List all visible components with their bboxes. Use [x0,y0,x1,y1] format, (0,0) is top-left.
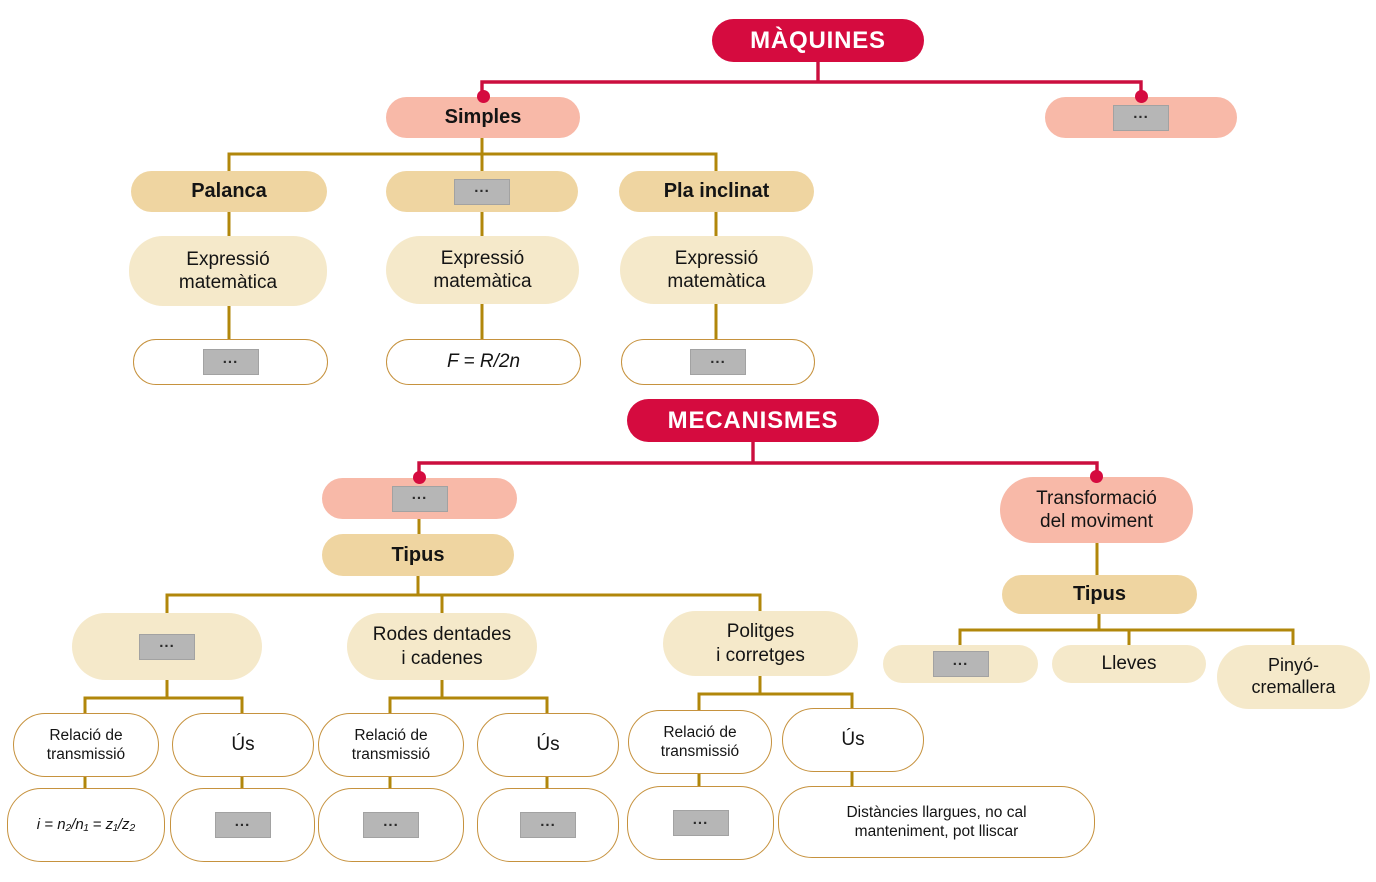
node-label: F = R/2n [446,351,521,373]
node-maquines-blank: ... [1045,90,1237,138]
connector-dot [1090,470,1103,483]
node-relacio-transmissio-3: Relació de transmissió [628,710,772,774]
node-us-2: Ús [477,713,619,777]
connector-dot [476,90,490,103]
node-label: Politges i corretges [716,621,805,666]
node-relacio-transmissio-2: Relació de transmissió [318,713,464,777]
node-label: Relació de transmissió [660,723,740,760]
node-simples-blank: ... [386,171,578,212]
node-label: Ús [536,734,560,756]
gold-connectors [83,138,1295,788]
connector-dot [1134,90,1148,103]
red-tree-maquines [480,61,1143,99]
node-us-1: Ús [172,713,314,777]
node-tipus-right-blank: ... [883,645,1038,683]
answer-blank[interactable]: ... [139,633,195,660]
node-label: Expressió matemàtica [667,247,766,292]
node-label: Expressió matemàtica [433,247,532,292]
node-label: Simples [444,106,522,129]
node-label: Ús [231,734,255,756]
node-us-3: Ús [782,708,924,772]
answer-blank[interactable]: ... [1113,104,1169,131]
ellipsis: ... [710,349,726,367]
node-palanca: Palanca [131,171,327,212]
node-rodes-dentades: Rodes dentades i cadenes [347,613,537,680]
node-lleves: Lleves [1052,645,1206,683]
connector-dot [413,471,426,484]
node-formula-torn: F = R/2n [386,339,581,385]
node-relacio-2-blank: ... [318,788,464,862]
answer-blank[interactable]: ... [672,810,729,836]
node-us-2-blank: ... [477,788,619,862]
node-politges-corretges: Politges i corretges [663,611,858,676]
node-label: i = n₂/n₁ = z₁/z₂ [36,815,136,833]
answer-blank[interactable]: ... [363,812,419,838]
node-label: MÀQUINES [750,26,886,54]
ellipsis: ... [411,486,428,503]
node-formula-relacio: i = n₂/n₁ = z₁/z₂ [7,788,165,862]
node-label: Pinyó- cremallera [1251,655,1336,697]
node-distancies-llargues: Distàncies llargues, no cal manteniment,… [778,786,1095,858]
node-label: Pla inclinat [663,180,770,203]
gold-tree-mecanismes-left [83,519,854,788]
ellipsis: ... [474,179,490,196]
node-formula-blank-palanca: ... [133,339,328,385]
node-expressio-matematica-palanca: Expressió matemàtica [129,236,327,306]
answer-blank[interactable]: ... [690,349,746,375]
node-label: Relació de transmissió [351,726,431,763]
node-pla-inclinat: Pla inclinat [619,171,814,212]
gold-tree-simples [227,138,718,339]
answer-blank[interactable]: ... [520,812,576,838]
node-label: Ús [841,729,865,751]
node-label: Tipus [391,543,445,566]
node-label: Expressió matemàtica [178,248,278,293]
node-transformacio-moviment: Transformació del moviment [1000,470,1193,543]
answer-blank[interactable]: ... [932,651,989,677]
ellipsis: ... [383,812,399,830]
node-label: MECANISMES [667,406,839,434]
ellipsis: ... [159,634,175,651]
ellipsis: ... [1133,105,1149,122]
node-tipus-right: Tipus [1002,575,1197,614]
node-relacio-3-blank: ... [627,786,774,860]
answer-blank[interactable]: ... [214,812,271,838]
ellipsis: ... [540,812,556,830]
node-label: Transformació del moviment [1036,487,1157,532]
node-label: Tipus [1073,583,1126,606]
node-label: Lleves [1101,653,1157,675]
node-expressio-matematica-torn: Expressió matemàtica [386,236,579,304]
node-label: Rodes dentades i cadenes [372,624,512,669]
ellipsis: ... [234,812,251,830]
node-label: Palanca [191,180,267,203]
node-relacio-transmissio-1: Relació de transmissió [13,713,159,777]
node-mecanismes-title: MECANISMES [627,399,879,442]
node-tipus-blank: ... [72,613,262,680]
gold-tree-mecanismes-right [958,543,1295,645]
ellipsis: ... [952,651,969,669]
node-label: Relació de transmissió [46,726,126,763]
answer-blank[interactable]: ... [454,178,510,205]
node-formula-blank-pla: ... [621,339,815,385]
ellipsis: ... [692,810,709,828]
node-simples: Simples [386,90,580,138]
answer-blank[interactable]: ... [202,349,259,375]
node-maquines-title: MÀQUINES [712,19,924,62]
node-us-1-blank: ... [170,788,315,862]
answer-blank[interactable]: ... [391,485,448,512]
red-tree-mecanismes [417,441,1099,479]
node-tipus-left: Tipus [322,534,514,576]
node-pinyo-cremallera: Pinyó- cremallera [1217,645,1370,709]
node-expressio-matematica-pla: Expressió matemàtica [620,236,813,304]
ellipsis: ... [222,349,239,367]
node-label: Distàncies llargues, no cal manteniment,… [846,803,1027,840]
node-mecanismes-blank: ... [322,471,517,519]
